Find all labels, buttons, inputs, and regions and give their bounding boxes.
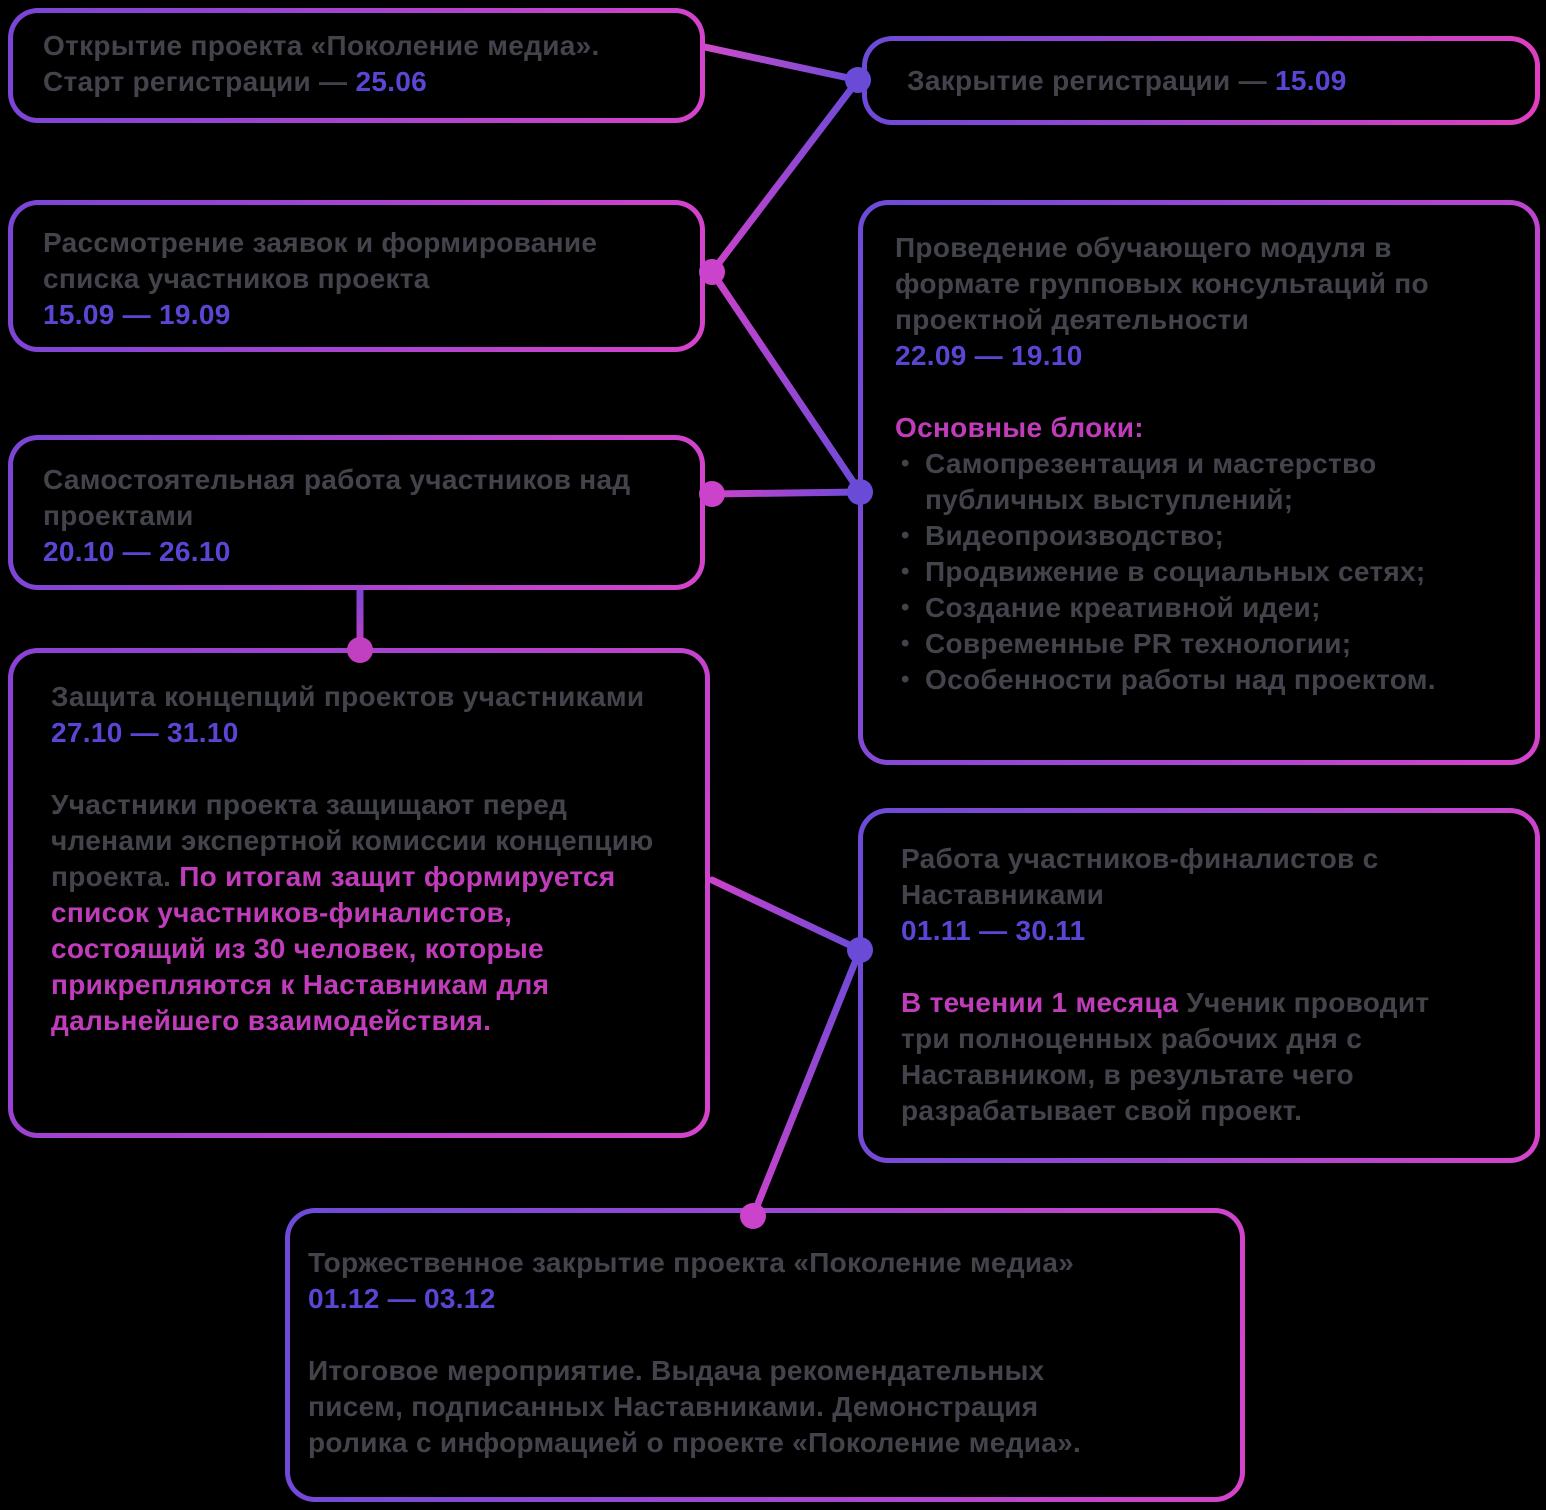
node-application-review: Рассмотрение заявок и формирование списк… [8,200,705,352]
list-item-text: Самопрезентация и мастерство публичных в… [925,448,1377,515]
node-subtitle: Старт регистрации — 25.06 [43,64,670,100]
list-item-text: Особенности работы над проектом. [925,664,1436,695]
connector-line-selfwork-training [708,488,864,498]
list-item: Современные PR технологии; [895,626,1503,662]
list-item-text: Современные PR технологии; [925,628,1352,659]
connector-line-closing-review [708,76,862,276]
registration-close-label: Закрытие регистрации — [907,64,1276,96]
list-item-text: Видеопроизводство; [925,520,1225,551]
list-item: Продвижение в социальных сетях; [895,554,1503,590]
registration-start-date: 25.06 [355,66,428,97]
registration-start-label: Старт регистрации — [43,66,356,97]
node-dates: 15.09 — 19.09 [43,299,231,330]
node-title: Торжественное закрытие проекта «Поколени… [308,1247,1075,1278]
node-body: В течении 1 месяца Ученик проводит три п… [901,985,1481,1129]
body-highlight: В течении 1 месяца [901,987,1179,1018]
list-item: Самопрезентация и мастерство публичных в… [895,446,1503,518]
node-registration-close: Закрытие регистрации — 15.09 [862,36,1540,125]
node-title: Защита концепций проектов участниками [51,681,645,712]
node-independent-work: Самостоятельная работа участников над пр… [8,435,705,590]
body-text: Участники проекта защищают перед членами… [51,789,654,892]
node-dates: 01.12 — 03.12 [308,1283,496,1314]
blocks-label: Основные блоки: [895,412,1144,443]
node-body: Участники проекта защищают перед членами… [51,787,667,1039]
body-text: Ученик проводит три полноценных рабочих … [901,987,1430,1126]
node-title: Проведение обучающего модуля в формате г… [895,232,1429,335]
connector-line-mentors-finale [749,946,864,1220]
node-title: Открытие проекта «Поколение медиа». [43,30,600,61]
list-item: Особенности работы над проектом. [895,662,1503,698]
node-body: Итоговое мероприятие. Выдача рекомендате… [308,1355,1082,1458]
training-blocks-list: Самопрезентация и мастерство публичных в… [895,446,1503,698]
node-training-module: Проведение обучающего модуля в формате г… [858,200,1540,765]
node-concept-defense: Защита концепций проектов участниками 27… [8,648,710,1138]
node-dates: 01.11 — 30.11 [901,915,1086,946]
node-opening: Открытие проекта «Поколение медиа». Стар… [8,8,705,123]
list-item: Создание креативной идеи; [895,590,1503,626]
node-title: Работа участников-финалистов с Наставник… [901,843,1379,910]
node-title: Рассмотрение заявок и формирование списк… [43,227,598,294]
node-project-finale: Торжественное закрытие проекта «Поколени… [285,1208,1245,1502]
list-item-text: Продвижение в социальных сетях; [925,556,1426,587]
node-dates: 22.09 — 19.10 [895,340,1083,371]
body-highlight: По итогам защит формируется список участ… [51,861,616,1036]
registration-close-date: 15.09 [1275,64,1347,96]
node-title: Самостоятельная работа участников над пр… [43,464,631,531]
list-item: Видеопроизводство; [895,518,1503,554]
list-item-text: Создание креативной идеи; [925,592,1321,623]
node-dates: 27.10 — 31.10 [51,717,239,748]
connector-line-defense-mentors [708,876,864,954]
node-mentor-work: Работа участников-финалистов с Наставник… [858,808,1540,1163]
connector-line-opening-closing [696,42,862,84]
node-dates: 20.10 — 26.10 [43,536,231,567]
connector-line-review-training [708,268,864,496]
node-title: Закрытие регистрации — 15.09 [907,63,1347,99]
